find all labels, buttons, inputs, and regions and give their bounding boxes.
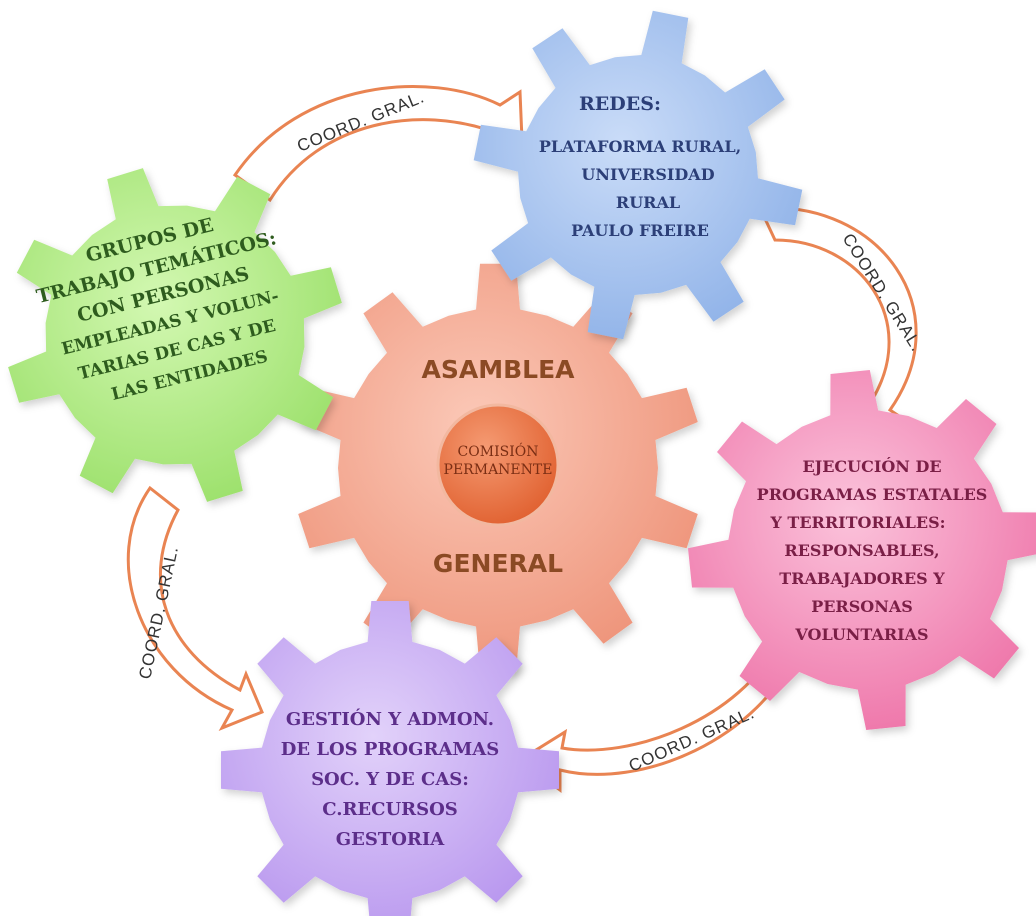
redes-lines: PLATAFORMA RURAL, UNIVERSIDAD RURAL PAUL… bbox=[539, 137, 741, 240]
ejecucion-line: EJECUCIÓN DE bbox=[802, 456, 941, 476]
redes-line: PLATAFORMA RURAL, bbox=[539, 137, 741, 156]
ejecucion-line: TRABAJADORES Y bbox=[779, 569, 945, 588]
gestion-line: GESTORIA bbox=[336, 829, 446, 850]
redes-line: RURAL bbox=[616, 193, 680, 212]
arrow-left-shape bbox=[126, 485, 264, 731]
gestion-gear bbox=[221, 601, 559, 916]
center-title-top: ASAMBLEA bbox=[422, 355, 576, 384]
ejecucion-lines: EJECUCIÓN DE PROGRAMAS ESTATALES Y TERRI… bbox=[757, 456, 988, 644]
redes-gear bbox=[473, 10, 803, 340]
gestion-lines: GESTIÓN Y ADMON. DE LOS PROGRAMAS SOC. Y… bbox=[281, 707, 500, 850]
ejecucion-line: VOLUNTARIAS bbox=[794, 625, 928, 644]
ejecucion-line: PROGRAMAS ESTATALES bbox=[757, 485, 988, 504]
ejecucion-line: Y TERRITORIALES: bbox=[769, 513, 945, 532]
comision-permanente-circle bbox=[436, 403, 560, 527]
arrow-left: COORD. GRAL. bbox=[126, 485, 264, 731]
grupos-gear bbox=[8, 168, 342, 502]
gestion-line: DE LOS PROGRAMAS bbox=[281, 739, 500, 760]
gestion-line: GESTIÓN Y ADMON. bbox=[286, 707, 494, 730]
ejecucion-line: RESPONSABLES, bbox=[784, 541, 939, 560]
comision-line1: COMISIÓN bbox=[458, 442, 539, 460]
redes-line: PAULO FREIRE bbox=[571, 221, 709, 240]
gestion-line: SOC. Y DE CAS: bbox=[311, 769, 469, 790]
ejecucion-line: PERSONAS bbox=[811, 597, 913, 616]
comision-line2: PERMANENTE bbox=[444, 462, 553, 478]
arrow-bottom-label: COORD. GRAL. bbox=[626, 703, 758, 776]
redes-line: UNIVERSIDAD bbox=[581, 165, 714, 184]
arrow-right-label: COORD. GRAL. bbox=[839, 230, 927, 355]
gestion-line: C.RECURSOS bbox=[322, 799, 458, 820]
center-title-bottom: GENERAL bbox=[433, 549, 563, 578]
redes-title: REDES: bbox=[579, 93, 661, 115]
ejecucion-gear bbox=[688, 370, 1036, 730]
